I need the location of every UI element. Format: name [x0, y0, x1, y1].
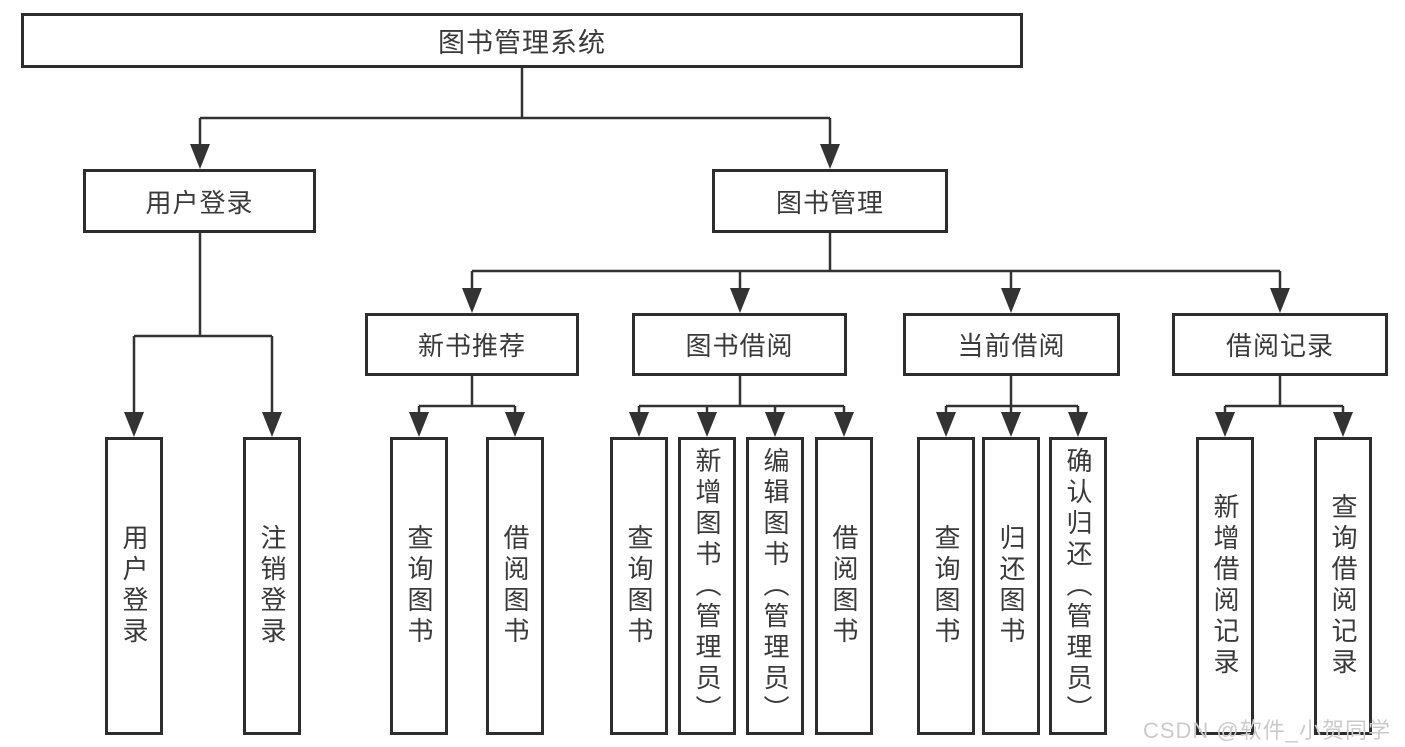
leaf-return-book: 归还图书	[982, 437, 1040, 735]
node-label: 图书管理	[775, 187, 884, 218]
leaf-logout: 注销登录	[243, 437, 301, 735]
node-new-book-recommend: 新书推荐	[365, 313, 579, 376]
arrowhead	[697, 412, 717, 437]
node-library-management-system: 图书管理系统	[21, 13, 1023, 68]
node-label: 归还图书	[996, 524, 1026, 648]
connector-records-to-leaves	[1223, 376, 1345, 414]
node-label: 借阅图书	[829, 524, 859, 648]
node-label: 注销登录	[257, 524, 287, 648]
arrowhead	[1215, 412, 1235, 437]
arrowhead	[834, 412, 854, 437]
arrowhead	[765, 412, 785, 437]
arrowhead	[936, 412, 956, 437]
node-label: 确认归还（管理员）	[1063, 446, 1093, 726]
arrowhead	[1001, 288, 1021, 313]
node-label: 查询图书	[404, 524, 434, 648]
leaf-add-borrow-record: 新增借阅记录	[1196, 437, 1254, 735]
arrowhead	[505, 412, 525, 437]
arrowhead	[1068, 412, 1088, 437]
node-label: 借阅图书	[500, 524, 530, 648]
node-label: 编辑图书（管理员）	[760, 446, 790, 726]
connector-currentborrow-to-leaves	[944, 376, 1080, 414]
node-label: 查询借阅记录	[1328, 493, 1358, 679]
node-label: 当前借阅	[957, 331, 1066, 361]
connector-root-to-level2	[198, 68, 832, 146]
leaf-confirm-return-admin: 确认归还（管理员）	[1049, 437, 1107, 735]
node-label: 新增借阅记录	[1210, 493, 1240, 679]
node-label: 查询图书	[624, 524, 654, 648]
leaf-user-login: 用户登录	[105, 437, 163, 735]
arrowhead	[1333, 412, 1353, 437]
node-label: 借阅记录	[1225, 331, 1334, 361]
leaf-borrow-book-recommend: 借阅图书	[486, 437, 544, 735]
watermark: CSDN @软件_小贺同学	[1142, 718, 1391, 743]
arrowheads	[124, 144, 1353, 437]
connector-bookborrow-to-leaves	[637, 376, 846, 414]
leaf-query-book-borrowmod: 查询图书	[610, 437, 668, 735]
node-label: 图书管理系统	[438, 28, 606, 58]
arrowhead	[1270, 288, 1290, 313]
node-label: 查询图书	[931, 524, 961, 648]
leaf-add-book-admin: 新增图书（管理员）	[678, 437, 736, 735]
node-label: 图书借阅	[685, 331, 794, 361]
leaf-query-book-current: 查询图书	[917, 437, 975, 735]
connector-userlogin-to-leaves	[132, 233, 274, 414]
node-book-management: 图书管理	[712, 169, 948, 233]
node-label: 用户登录	[145, 187, 254, 218]
arrowhead	[1001, 412, 1021, 437]
arrowhead	[462, 288, 482, 313]
arrowhead	[730, 288, 750, 313]
arrowhead	[820, 144, 840, 169]
arrowhead	[190, 144, 210, 169]
arrowhead	[124, 412, 144, 437]
leaf-borrow-book-borrowmod: 借阅图书	[815, 437, 873, 735]
connector-bookmgmt-to-level3	[470, 233, 1282, 290]
leaf-query-borrow-record: 查询借阅记录	[1314, 437, 1372, 735]
leaf-edit-book-admin: 编辑图书（管理员）	[746, 437, 804, 735]
arrowhead	[409, 412, 429, 437]
node-book-borrow: 图书借阅	[632, 313, 847, 376]
node-current-borrow: 当前借阅	[903, 313, 1120, 376]
node-borrow-records: 借阅记录	[1172, 313, 1388, 376]
node-label: 新书推荐	[417, 331, 526, 361]
arrowhead	[629, 412, 649, 437]
node-label: 用户登录	[119, 524, 149, 648]
node-user-login: 用户登录	[83, 169, 316, 233]
leaf-query-book-recommend: 查询图书	[390, 437, 448, 735]
arrowhead	[262, 412, 282, 437]
node-label: 新增图书（管理员）	[692, 446, 722, 726]
connector-recommend-to-leaves	[417, 376, 517, 414]
